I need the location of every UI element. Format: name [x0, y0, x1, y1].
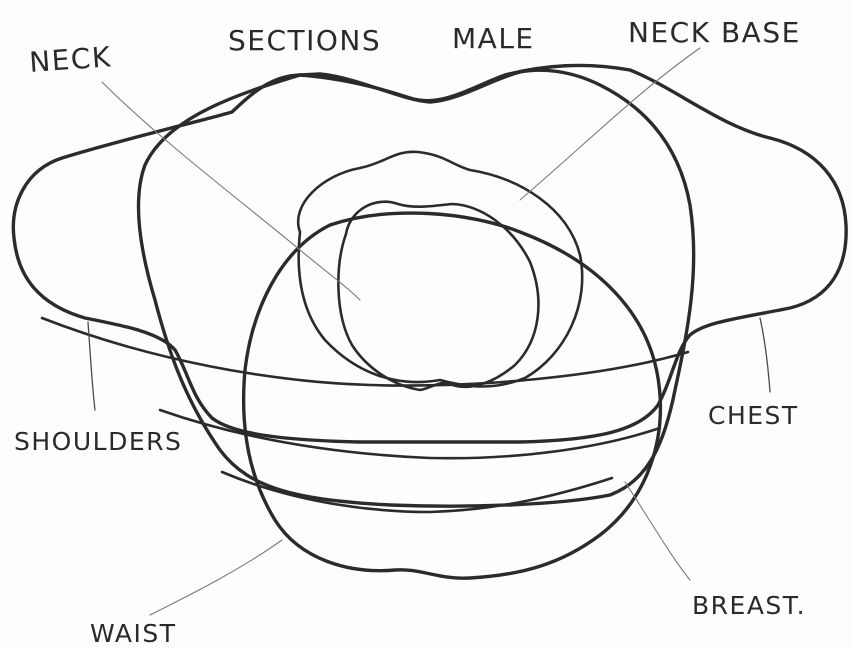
shoulders-label: SHOULDERS	[14, 427, 182, 456]
breast-leader	[625, 482, 690, 580]
neck-label: NECK	[28, 40, 113, 79]
neck-base-outline	[298, 152, 582, 387]
male-label: MALE	[452, 22, 535, 55]
sections-label: SECTIONS	[228, 24, 381, 57]
waist-leader	[150, 540, 282, 615]
neck-outline	[338, 202, 538, 390]
chest-leader	[760, 318, 770, 392]
waist-band-line	[42, 318, 688, 386]
neck-base-label: NECK BASE	[628, 16, 801, 49]
breast-outline	[244, 213, 661, 578]
chest-label: CHEST	[708, 401, 799, 430]
breast-label: BREAST.	[692, 591, 806, 620]
waist-label: WAIST	[90, 619, 176, 648]
breast-band-line	[160, 410, 660, 458]
